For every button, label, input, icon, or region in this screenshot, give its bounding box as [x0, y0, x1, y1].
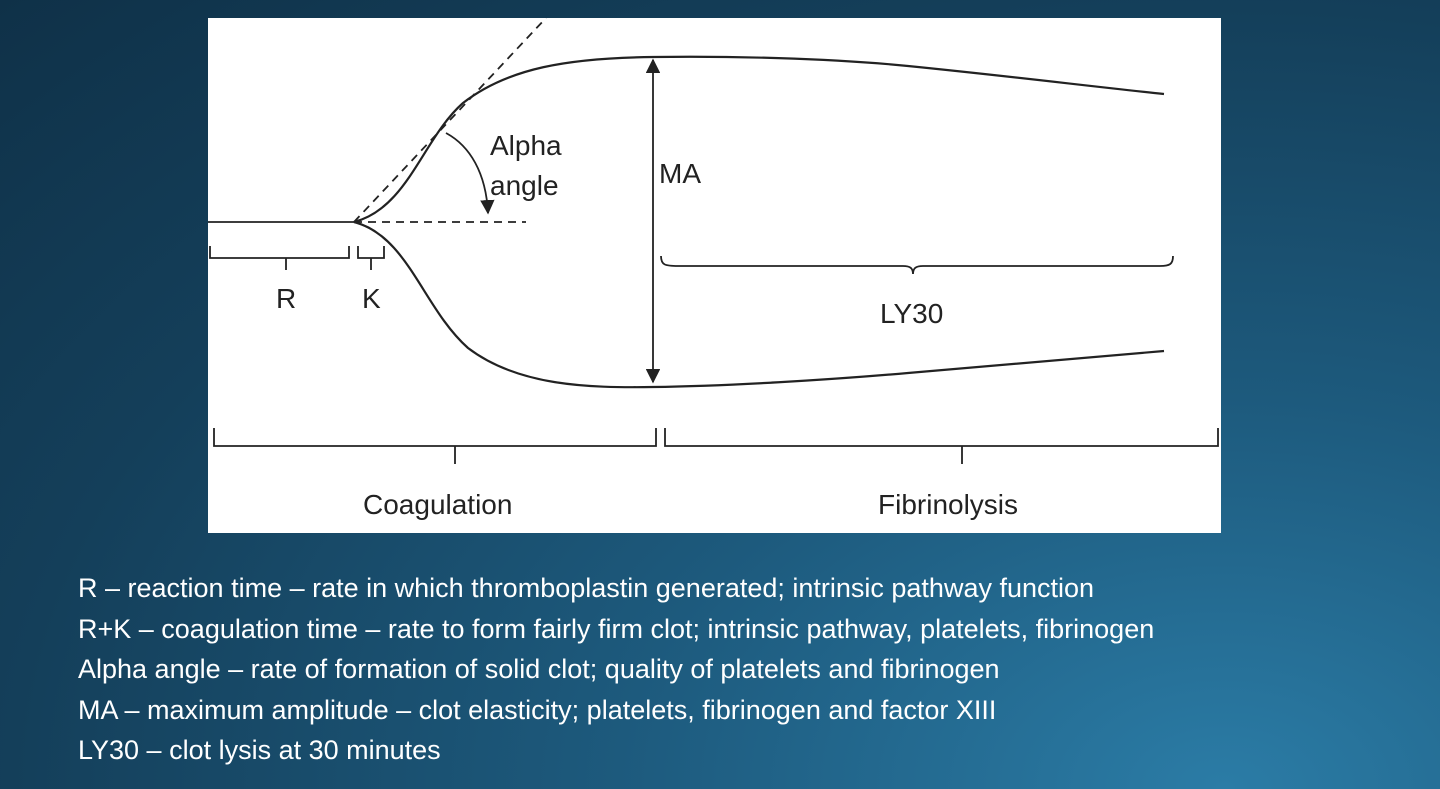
teg-diagram-svg: Alpha angle MA R K LY30 Coagulation Fibr… — [208, 18, 1219, 520]
k-label: K — [362, 283, 381, 314]
ly30-brace — [660, 255, 1174, 275]
definition-r: R – reaction time – rate in which thromb… — [78, 573, 1095, 603]
coagulation-label: Coagulation — [363, 489, 512, 520]
definition-alpha-angle: Alpha angle – rate of formation of solid… — [78, 654, 1000, 684]
fibrinolysis-label: Fibrinolysis — [878, 489, 1018, 520]
alpha-label-line2: angle — [490, 170, 559, 201]
definition-ly30: LY30 – clot lysis at 30 minutes — [78, 735, 441, 765]
fibrinolysis-bracket — [664, 428, 1219, 464]
alpha-tangent-line — [353, 18, 547, 223]
ly30-label: LY30 — [880, 298, 943, 329]
definitions-list: R – reaction time – rate in which thromb… — [78, 568, 1418, 771]
coagulation-bracket — [213, 428, 657, 464]
alpha-label-line1: Alpha — [490, 130, 562, 161]
ma-label: MA — [659, 158, 701, 189]
k-bracket — [357, 246, 385, 270]
teg-diagram: Alpha angle MA R K LY30 Coagulation Fibr… — [208, 18, 1221, 533]
definition-r-plus-k: R+K – coagulation time – rate to form fa… — [78, 613, 1155, 644]
alpha-arc-arrow — [445, 132, 495, 215]
definition-ma: MA – maximum amplitude – clot elasticity… — [78, 694, 997, 725]
r-bracket — [209, 246, 350, 270]
r-label: R — [276, 283, 296, 314]
lower-trace-curve — [353, 220, 1165, 389]
upper-trace-curve — [353, 55, 1165, 224]
